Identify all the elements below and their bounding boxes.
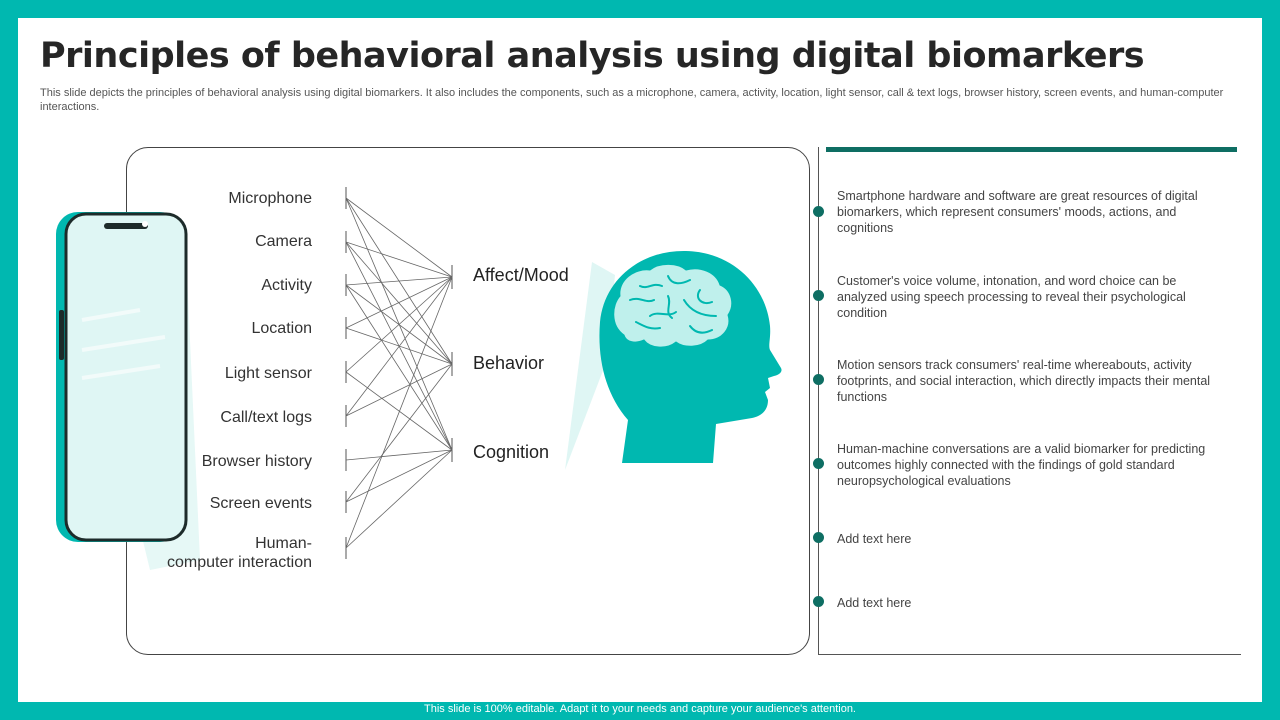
input-label-screen-events: Screen events [132,494,312,513]
input-label-call-text-logs: Call/text logs [132,408,312,427]
output-label-cognition: Cognition [473,442,549,463]
note-text: Add text here [837,595,1212,611]
input-label-browser-history: Browser history [132,452,312,471]
note-text: Motion sensors track consumers' real-tim… [837,357,1212,405]
page-title: Principles of behavioral analysis using … [40,36,1144,76]
bullet-dot [813,206,824,217]
page-subtitle: This slide depicts the principles of beh… [40,86,1245,114]
input-label-camera: Camera [132,232,312,251]
bullet-dot [813,458,824,469]
footer-note: This slide is 100% editable. Adapt it to… [0,702,1280,716]
note-text: Add text here [837,531,1212,547]
output-label-affect-mood: Affect/Mood [473,265,569,286]
input-label-activity: Activity [132,276,312,295]
note-text: Smartphone hardware and software are gre… [837,188,1212,236]
note-text: Human-machine conversations are a valid … [837,441,1212,489]
notes-accent-bar [826,147,1237,152]
bullet-dot [813,290,824,301]
note-text: Customer's voice volume, intonation, and… [837,273,1212,321]
bullet-dot [813,596,824,607]
input-label-light-sensor: Light sensor [132,364,312,383]
input-label-microphone: Microphone [132,189,312,208]
input-label-human-computer-interaction: Human- computer interaction [132,534,312,572]
output-label-behavior: Behavior [473,353,544,374]
bullet-dot [813,374,824,385]
bullet-dot [813,532,824,543]
input-label-location: Location [132,319,312,338]
